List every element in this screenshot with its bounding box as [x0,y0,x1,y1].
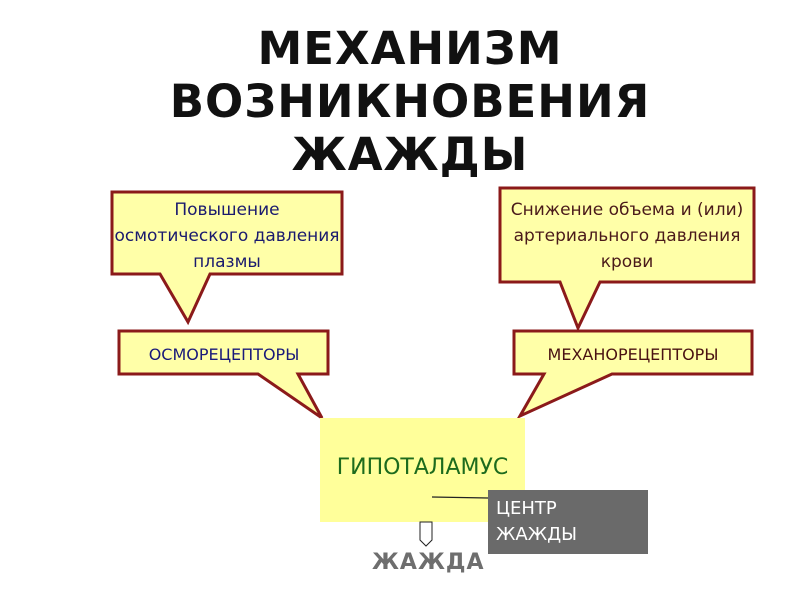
plasma-osmotic-pressure-label: Повышение осмотического давления плазмы [114,200,340,272]
connector-line [431,496,489,499]
title-line-1: МЕХАНИЗМ [257,22,563,75]
title-line-3: ЖАЖДЫ [291,128,529,181]
mechanoreceptors-callout [512,329,754,420]
left-top-callout [110,190,344,326]
small-arrow [419,521,433,547]
thirst-center-box: ЦЕНТР ЖАЖДЫ [488,490,648,554]
hypothalamus-label: ГИПОТАЛАМУС [336,455,509,480]
thirst-center-line-2: ЖАЖДЫ [496,524,578,545]
page-title: МЕХАНИЗМ ВОЗНИКНОВЕНИЯ ЖАЖДЫ [150,22,670,181]
thirst-center-line-1: ЦЕНТР [496,498,557,519]
right-top-callout [498,186,756,332]
mechanoreceptors-label: МЕХАНОРЕЦЕПТОРЫ [547,345,719,364]
thirst-label: ЖАЖДА [372,550,485,575]
osmoreceptors-label: ОСМОРЕЦЕПТОРЫ [148,345,300,364]
blood-volume-pressure-label: Снижение объема и (или) артериального да… [510,200,744,272]
title-line-2: ВОЗНИКНОВЕНИЯ [169,75,651,128]
osmoreceptors-callout [117,329,330,420]
